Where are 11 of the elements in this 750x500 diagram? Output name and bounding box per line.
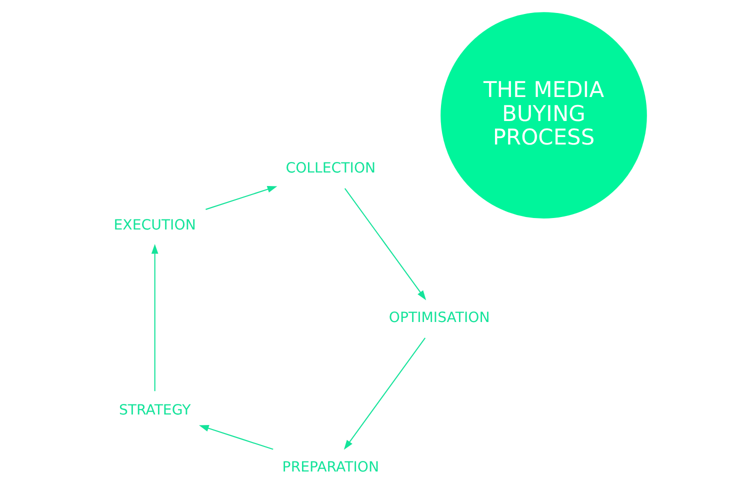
arrow bbox=[344, 188, 426, 300]
arrow bbox=[343, 338, 426, 450]
node-circle: THE MEDIA BUYING PROCESS bbox=[440, 12, 646, 219]
arrow bbox=[205, 186, 277, 210]
node-text: EXECUTION bbox=[113, 218, 196, 234]
node-text: OPTIMISATION bbox=[388, 310, 490, 326]
node-text: PREPARATION bbox=[282, 460, 379, 476]
arrow bbox=[198, 424, 273, 450]
node-text: STRATEGY bbox=[118, 402, 190, 419]
node-text: COLLECTION bbox=[285, 160, 376, 177]
arrow bbox=[150, 244, 158, 392]
